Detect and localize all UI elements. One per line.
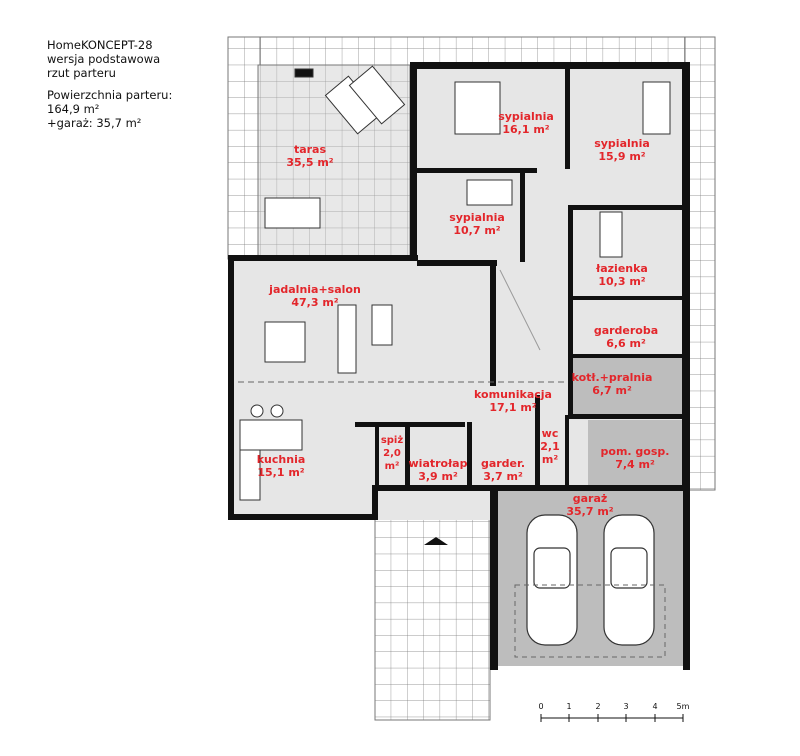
room-label-utility: pom. gosp.7,4 m² [600,445,670,471]
scale-tick: 4 [652,702,658,711]
plan-name: rzut parteru [47,66,116,80]
living-floor [230,258,496,520]
scale-tick: 2 [595,702,601,711]
garage-cars [526,514,655,646]
scale-tick: 5m [676,702,690,711]
garage-area: +garaż: 35,7 m² [47,116,142,130]
scale-tick: 3 [623,702,629,711]
furniture [250,65,671,418]
walls [228,62,690,670]
stair-line [499,269,541,351]
utility-floor [588,420,684,486]
service-floor [568,358,684,414]
kitchen-bottom [239,449,261,501]
area-value: 164,9 m² [47,102,100,116]
project-info: HomeKONCEPT-28 wersja podstawowa rzut pa… [47,38,172,130]
entrance-arrow-icon [424,537,448,545]
paving-left [227,36,261,260]
project-variant: wersja podstawowa [47,52,161,66]
project-title: HomeKONCEPT-28 [47,38,153,52]
room-label-closet: garder.3,7 m² [480,457,526,483]
entrance-paving [374,489,491,721]
scale-tick: 1 [566,702,572,711]
area-label: Powierzchnia parteru: [47,88,173,102]
garage-door-outline [514,584,666,658]
kitchen-counter [239,419,303,451]
scale-tick: 0 [538,702,544,711]
scale-bar [540,714,684,722]
